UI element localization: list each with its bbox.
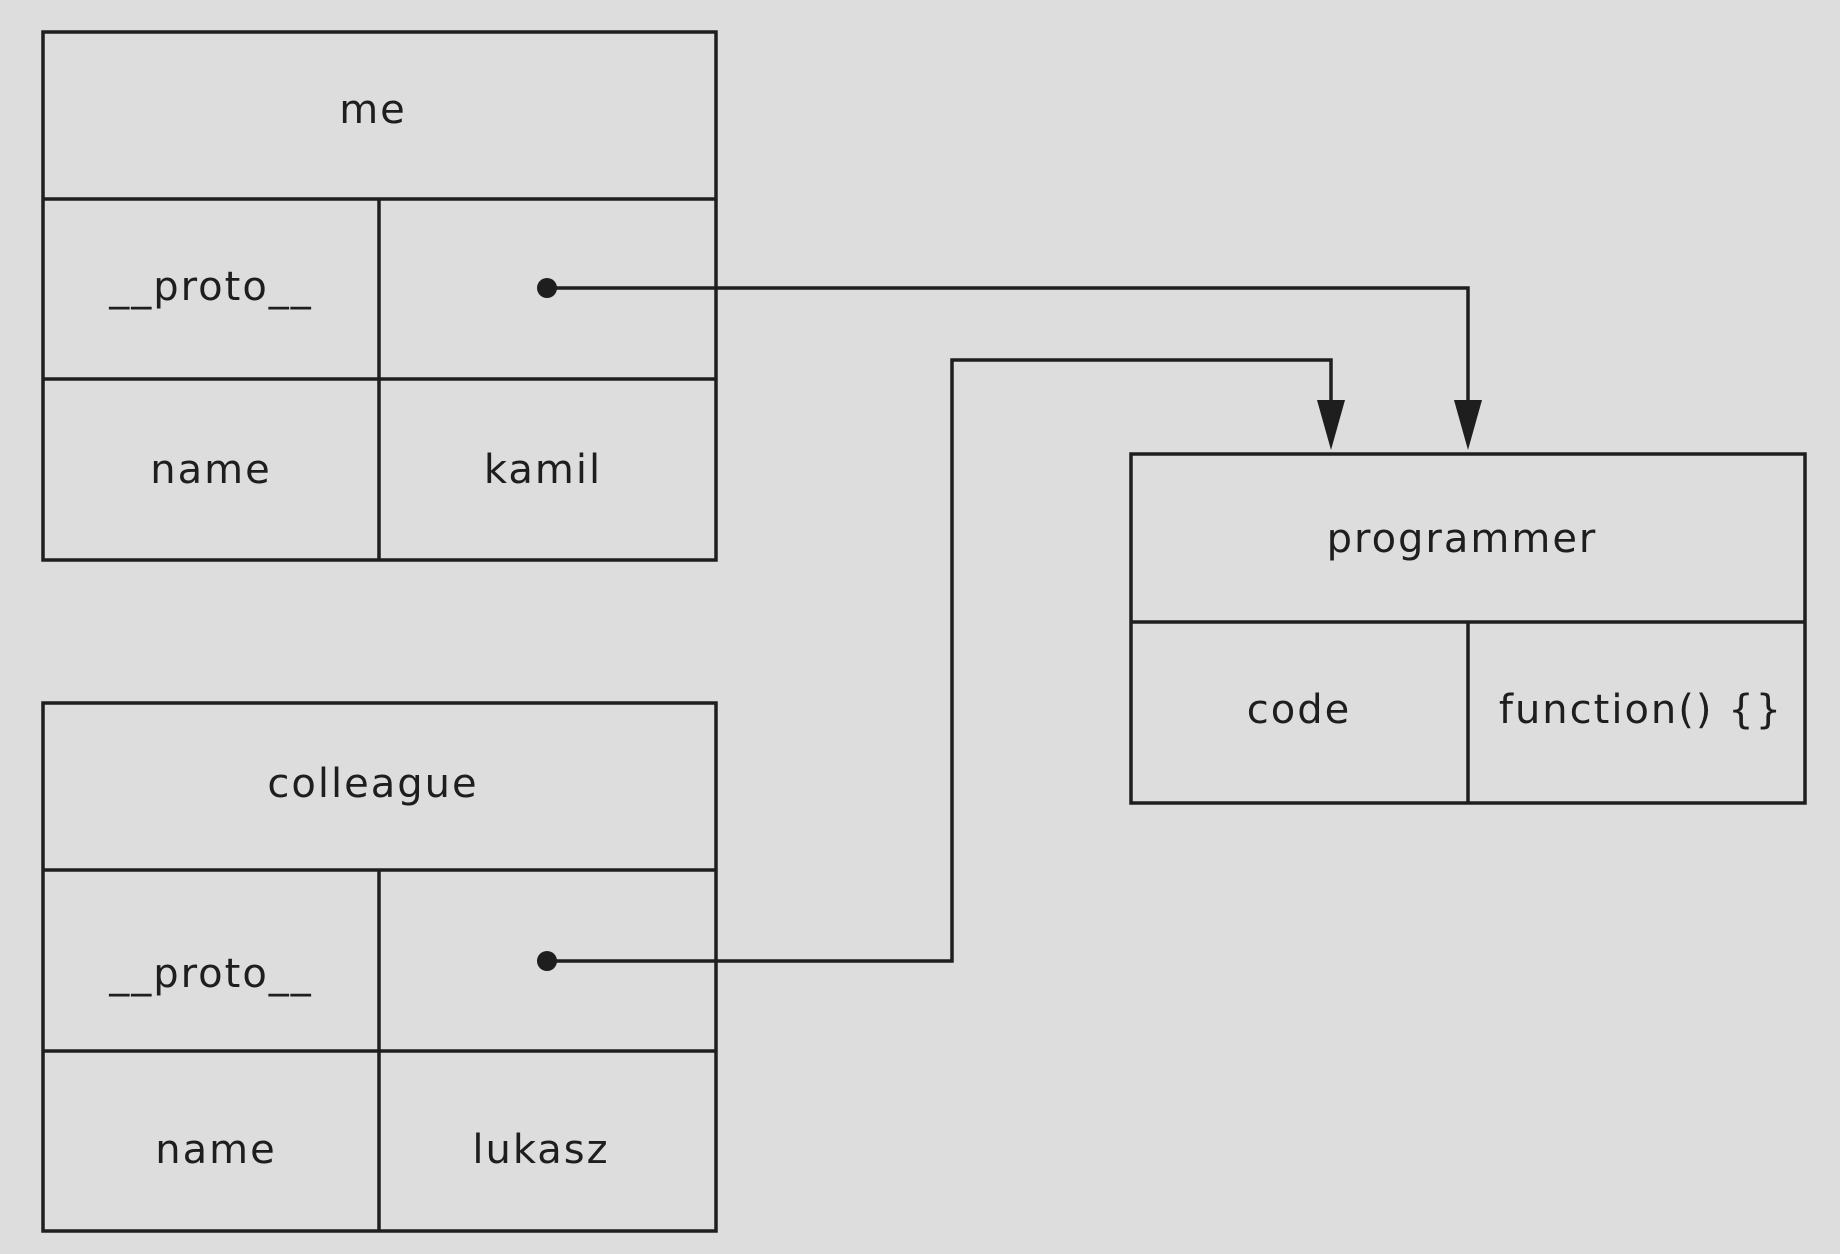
- pointer-line-me: [547, 286, 1470, 418]
- object-programmer-title: programmer: [1327, 516, 1598, 562]
- object-me-name-value: kamil: [484, 447, 602, 493]
- object-programmer: programmer code function() {}: [1129, 452, 1807, 805]
- arrow-head-colleague: [1317, 400, 1345, 450]
- object-programmer-method-key: code: [1247, 687, 1351, 733]
- object-programmer-method-value: function() {}: [1499, 687, 1783, 733]
- object-me-title: me: [339, 87, 407, 133]
- object-colleague: colleague __proto__ name lukasz: [41, 701, 718, 1233]
- pointer-line-colleague: [547, 358, 1333, 963]
- connector-colleague-proto-to-programmer: [537, 358, 1345, 971]
- object-me-proto-key: __proto__: [108, 264, 313, 310]
- arrow-head-me: [1454, 400, 1482, 450]
- object-me: me __proto__ name kamil: [41, 30, 718, 562]
- object-colleague-title: colleague: [267, 761, 478, 807]
- object-colleague-name-value: lukasz: [472, 1127, 609, 1173]
- object-colleague-proto-key: __proto__: [108, 951, 313, 997]
- object-colleague-name-key: name: [155, 1127, 276, 1173]
- connector-me-proto-to-programmer: [537, 278, 1482, 450]
- object-me-name-key: name: [150, 447, 271, 493]
